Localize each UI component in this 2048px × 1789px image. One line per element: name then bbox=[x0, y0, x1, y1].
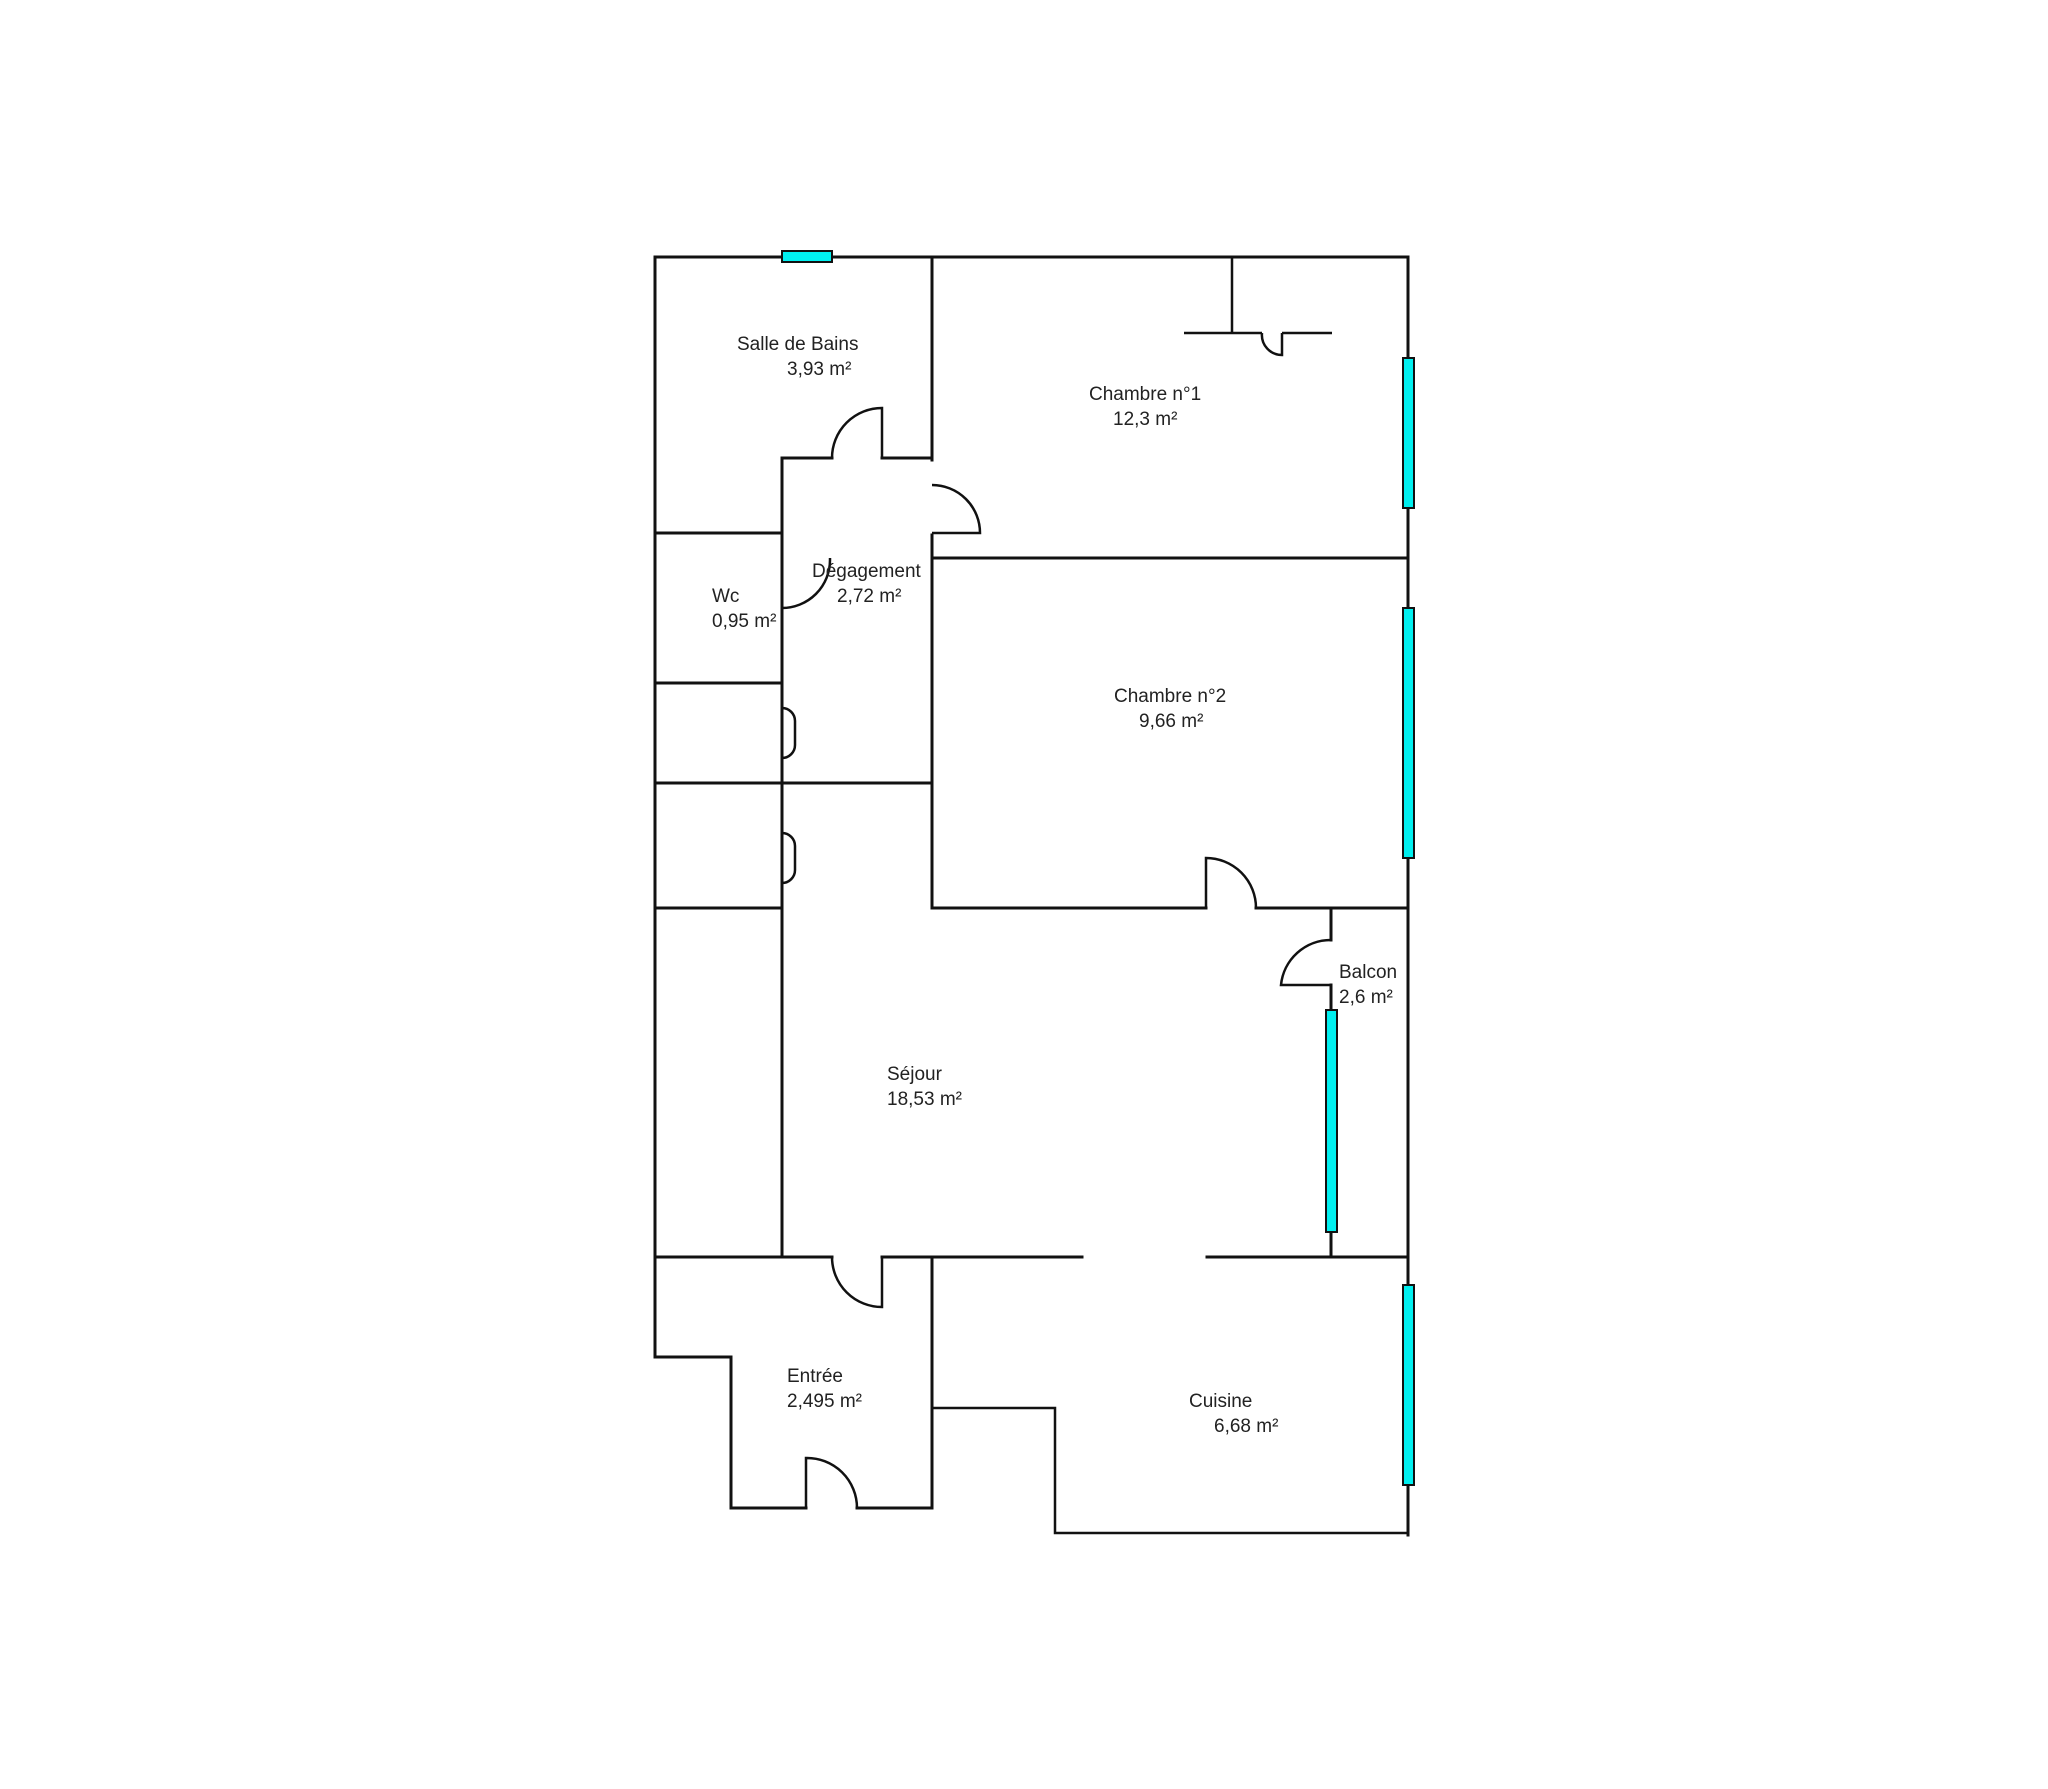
door-closet-1a bbox=[781, 706, 797, 733]
room-area-wc: 0,95 m² bbox=[712, 611, 776, 632]
door-closet-chambre1 bbox=[1260, 332, 1284, 357]
room-area-balcon: 2,6 m² bbox=[1339, 987, 1393, 1008]
doors bbox=[781, 332, 1332, 1509]
windows bbox=[781, 250, 1415, 1486]
room-name-salle-de-bains: Salle de Bains bbox=[737, 334, 858, 355]
room-area-chambre-1: 12,3 m² bbox=[1113, 409, 1177, 430]
window-cuisine bbox=[1402, 1284, 1415, 1486]
door-entree-top bbox=[830, 1256, 884, 1309]
door-balcon bbox=[1279, 938, 1332, 987]
room-area-sejour: 18,53 m² bbox=[887, 1089, 962, 1110]
room-name-chambre-2: Chambre n°2 bbox=[1114, 686, 1226, 707]
walls bbox=[653, 255, 1410, 1537]
room-name-wc: Wc bbox=[712, 586, 739, 607]
room-name-chambre-1: Chambre n°1 bbox=[1089, 384, 1201, 405]
door-chambre1 bbox=[931, 483, 982, 535]
wall-entree-left-top bbox=[653, 1255, 808, 1510]
window-chambre2 bbox=[1402, 607, 1415, 859]
window-chambre1 bbox=[1402, 357, 1415, 509]
door-chambre2 bbox=[1204, 856, 1258, 909]
room-area-salle-de-bains: 3,93 m² bbox=[787, 359, 851, 380]
wall-cuisine bbox=[932, 1406, 1408, 1535]
window-bathroom bbox=[781, 250, 833, 263]
room-area-cuisine: 6,68 m² bbox=[1214, 1416, 1278, 1437]
door-wc bbox=[781, 558, 832, 610]
door-closet-1b bbox=[781, 733, 797, 760]
room-name-degagement: Dégagement bbox=[812, 561, 922, 582]
door-closet-2b bbox=[781, 858, 797, 885]
room-name-entree: Entrée bbox=[787, 1366, 843, 1387]
room-area-degagement: 2,72 m² bbox=[837, 586, 901, 607]
door-bathroom bbox=[830, 406, 884, 459]
room-name-cuisine: Cuisine bbox=[1189, 1391, 1252, 1412]
window-balcon bbox=[1325, 1009, 1338, 1233]
room-name-balcon: Balcon bbox=[1339, 962, 1397, 983]
room-labels: Salle de Bains 3,93 m² Chambre n°1 12,3 … bbox=[712, 334, 1397, 1437]
door-closet-2a bbox=[781, 831, 797, 858]
room-name-sejour: Séjour bbox=[887, 1064, 943, 1085]
room-area-entree: 2,495 m² bbox=[787, 1391, 862, 1412]
room-area-chambre-2: 9,66 m² bbox=[1139, 711, 1203, 732]
door-entree-bottom bbox=[804, 1456, 859, 1509]
